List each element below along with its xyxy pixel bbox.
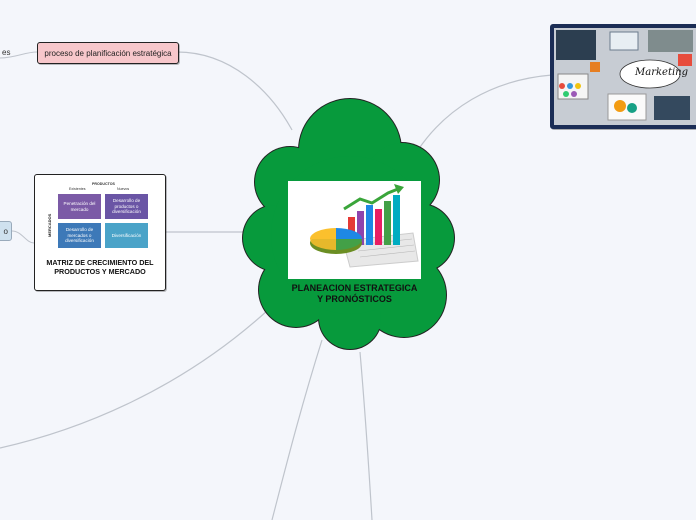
central-image bbox=[288, 181, 421, 279]
matrix-side-label: MERCADOS bbox=[47, 213, 52, 237]
matrix-title: MATRIZ DE CRECIMIENTO DEL PRODUCTOS Y ME… bbox=[46, 258, 154, 276]
chart-icon bbox=[288, 181, 421, 279]
matrix-cell-penetration: Penetración del mercado bbox=[58, 194, 101, 219]
link-es bbox=[0, 51, 38, 59]
marketing-node[interactable]: Marketing bbox=[550, 24, 696, 129]
marketing-photo-icon bbox=[554, 28, 696, 125]
link-process bbox=[176, 51, 293, 131]
link-lower-left bbox=[0, 309, 269, 449]
link-marketing bbox=[417, 74, 553, 151]
matrix-cell-product-dev: Desarrollo de productos o diversificació… bbox=[105, 194, 148, 219]
matrix-node[interactable]: PRODUCTOS Existentes Nuevos MERCADOS Pen… bbox=[34, 174, 166, 291]
matrix-cell-market-dev: Desarrollo de mercados o diversificación bbox=[58, 223, 101, 248]
process-node[interactable]: proceso de planificación estratégica bbox=[37, 42, 179, 64]
matrix-cell-diversification: Diversificación bbox=[105, 223, 148, 248]
marketing-word: Marketing bbox=[635, 67, 689, 78]
edge-label-es: es bbox=[2, 48, 11, 57]
link-bottom-right bbox=[359, 351, 373, 520]
link-stub bbox=[11, 230, 35, 244]
link-bottom-left bbox=[271, 339, 323, 520]
matrix-col-new: Nuevos bbox=[117, 187, 130, 191]
central-title: PLANEACION ESTRATEGICA Y PRONÓSTICOS bbox=[291, 283, 418, 304]
matrix-header: PRODUCTOS bbox=[92, 182, 115, 186]
stub-node[interactable]: o bbox=[0, 221, 12, 241]
matrix-col-existing: Existentes bbox=[69, 187, 86, 191]
